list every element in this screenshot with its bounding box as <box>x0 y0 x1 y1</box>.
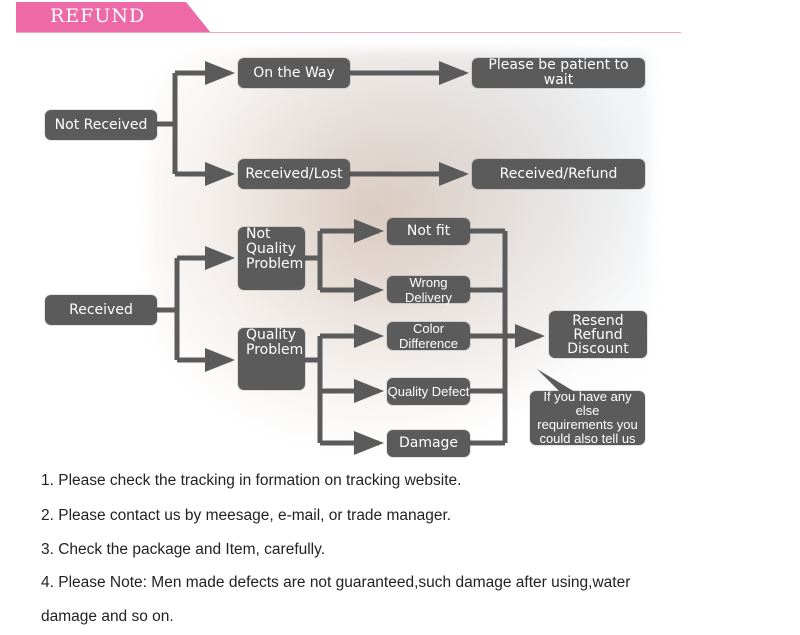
label-line: Quality <box>246 327 297 343</box>
node-not-received: Not Received <box>45 110 157 140</box>
node-please-wait: Please be patient to wait <box>472 58 645 88</box>
label-line: Discount <box>567 340 629 357</box>
label-line: If you have any else <box>543 389 632 418</box>
node-quality-defect: Quality Defect <box>387 378 470 405</box>
label-line: Resend <box>572 312 624 329</box>
callout-bubble: If you have any else requirements you co… <box>530 389 645 446</box>
label-line: could also tell us <box>539 431 636 446</box>
note-4-continued: damage and so on. <box>41 608 174 625</box>
label-line: Not <box>246 226 271 242</box>
node-received-refund: Received/Refund <box>472 159 645 189</box>
node-not-quality-problem: Not Quality Problem <box>238 227 305 290</box>
refund-banner <box>16 2 211 33</box>
node-not-fit: Not fit <box>387 218 470 245</box>
label-line: Problem <box>246 256 304 272</box>
node-resend-refund-discount: Resend Refund Discount <box>549 311 647 358</box>
label-line: Quality <box>246 241 297 257</box>
node-received-lost: Received/Lost <box>238 159 350 189</box>
note-1: 1. Please check the tracking in formatio… <box>41 472 462 489</box>
node-color-difference: Color Difference <box>387 321 470 351</box>
label-line: Problem <box>246 342 304 358</box>
note-2: 2. Please contact us by meesage, e-mail,… <box>41 507 452 524</box>
node-received: Received <box>45 295 157 325</box>
node-wrong-delivery: Wrong Delivery <box>387 275 470 305</box>
node-quality-problem: Quality Problem <box>238 328 305 390</box>
note-3: 3. Check the package and Item, carefully… <box>41 541 326 558</box>
node-damage: Damage <box>387 430 470 457</box>
banner-title: REFUND <box>50 5 146 27</box>
banner-divider <box>16 32 681 33</box>
label-line: requirements you <box>537 417 638 432</box>
label-line: Refund <box>573 326 623 343</box>
node-on-the-way: On the Way <box>238 58 350 88</box>
note-4: 4. Please Note: Men made defects are not… <box>41 574 631 591</box>
